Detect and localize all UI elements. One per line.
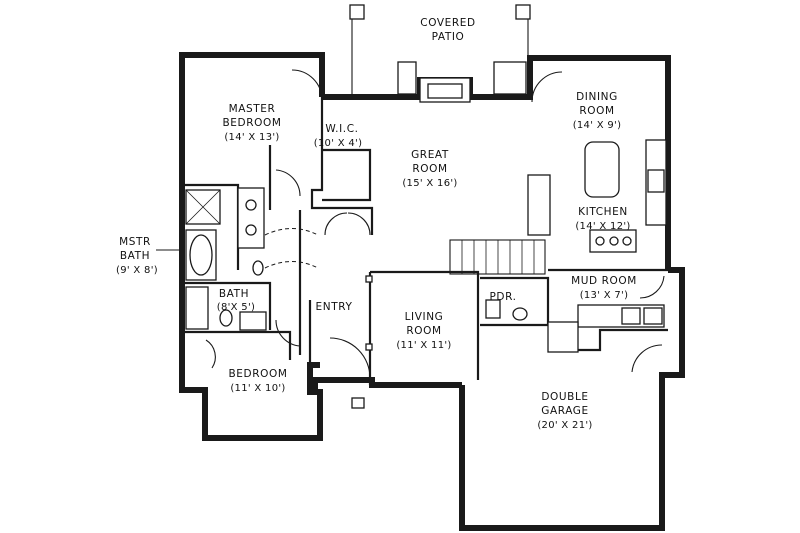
bath-north-wall — [182, 281, 272, 330]
bedroom-label: BEDROOM — [228, 368, 287, 380]
bedroom-door-arc — [205, 339, 216, 369]
dryer — [643, 307, 663, 325]
bath-toilet — [219, 309, 233, 327]
mud-door-arc — [639, 275, 665, 299]
kitchen-label: KITCHEN — [578, 206, 628, 218]
master-vanity — [237, 187, 265, 249]
fireplace-box — [427, 83, 463, 99]
pdr-toilet — [512, 307, 528, 321]
master-toilet — [252, 260, 264, 276]
washer — [621, 307, 641, 325]
wic-label: W.I.C. — [325, 123, 358, 135]
covered-patio — [349, 4, 531, 103]
kitchen-island — [584, 141, 620, 198]
fixtures — [185, 139, 667, 409]
dining-room-label-1: DINING — [576, 91, 618, 103]
pdr-wall — [480, 276, 550, 327]
master-bedroom-label-1: MASTER — [229, 103, 276, 115]
bath-label: BATH — [219, 288, 249, 300]
great-room-label-2: ROOM — [412, 163, 447, 175]
master-tub-basin — [189, 234, 213, 276]
pdr-label: PDR. — [489, 291, 516, 303]
doors — [205, 69, 665, 379]
wic-door-arc — [324, 212, 348, 236]
room-labels: COVERED PATIO MASTER BEDROOM (14' X 13')… — [116, 17, 637, 431]
wic-dims: (10' X 4') — [314, 138, 363, 149]
living-room-label-2: ROOM — [406, 325, 441, 337]
master-west-wall — [179, 52, 325, 441]
hall-arch-2 — [264, 261, 319, 269]
garage-door-arc — [631, 344, 663, 373]
burner-2 — [609, 236, 619, 246]
bath-tub — [185, 286, 209, 330]
mud-room-label: MUD ROOM — [571, 275, 637, 287]
hall-arch-1 — [264, 228, 319, 236]
wic-wall — [310, 97, 374, 235]
pantry — [527, 174, 551, 236]
double-garage-dims: (20' X 21') — [537, 420, 592, 431]
covered-patio-label-2: PATIO — [432, 31, 465, 43]
living-column-2 — [365, 343, 373, 351]
patio-post-left — [349, 4, 365, 20]
great-room-dims: (15' X 16') — [402, 178, 457, 189]
burner-1 — [595, 236, 605, 246]
entry-south-wall — [312, 377, 462, 392]
entry-coat-post — [351, 397, 365, 409]
master-bath-label-2: BATH — [120, 250, 150, 262]
entry-door-arc — [329, 337, 371, 379]
stair-treads — [461, 240, 535, 274]
double-garage-label-2: GARAGE — [541, 405, 589, 417]
kitchen-dims: (14' X 12') — [575, 221, 630, 232]
master-bedroom-label-2: BEDROOM — [222, 117, 281, 129]
wic-door-arc-2 — [347, 212, 371, 236]
garage-step — [547, 321, 579, 353]
bath-dims: (8'X 5') — [217, 302, 255, 313]
patio-door-right — [531, 71, 563, 103]
master-bath-label-1: MSTR — [119, 236, 151, 248]
pdr-sink — [485, 299, 501, 319]
closet-door-arc-1 — [275, 169, 301, 197]
dining-room-dims: (14' X 9') — [573, 120, 622, 131]
living-room-dims: (11' X 11') — [396, 340, 451, 351]
living-room-wall — [370, 270, 480, 380]
great-room-label-1: GREAT — [411, 149, 449, 161]
patio-cabinet-left — [397, 61, 417, 95]
mud-bench — [577, 304, 665, 328]
patio-door-left — [291, 69, 323, 101]
double-garage-label-1: DOUBLE — [541, 391, 588, 403]
vanity-sink-2 — [245, 224, 257, 236]
stair — [449, 239, 546, 275]
bedroom-dims: (11' X 10') — [230, 383, 285, 394]
patio-post-right — [515, 4, 531, 20]
entry-label: ENTRY — [316, 301, 353, 313]
patio-cabinet-right — [493, 61, 527, 95]
wic-inner-wall — [322, 148, 372, 202]
mud-room-dims: (13' X 7') — [580, 290, 629, 301]
living-room-label-1: LIVING — [405, 311, 444, 323]
bedroom-north-wall — [182, 330, 292, 360]
burner-3 — [622, 236, 632, 246]
kitchen-sink — [647, 169, 665, 193]
covered-patio-label-1: COVERED — [420, 17, 475, 29]
hall-door-arc — [275, 319, 301, 347]
vanity-sink-1 — [245, 199, 257, 211]
living-column-1 — [365, 275, 373, 283]
bath-vanity — [239, 311, 267, 331]
master-bath-dims: (9' X 8') — [116, 265, 158, 276]
dining-room-label-2: ROOM — [579, 105, 614, 117]
master-bedroom-dims: (14' X 13') — [224, 132, 279, 143]
